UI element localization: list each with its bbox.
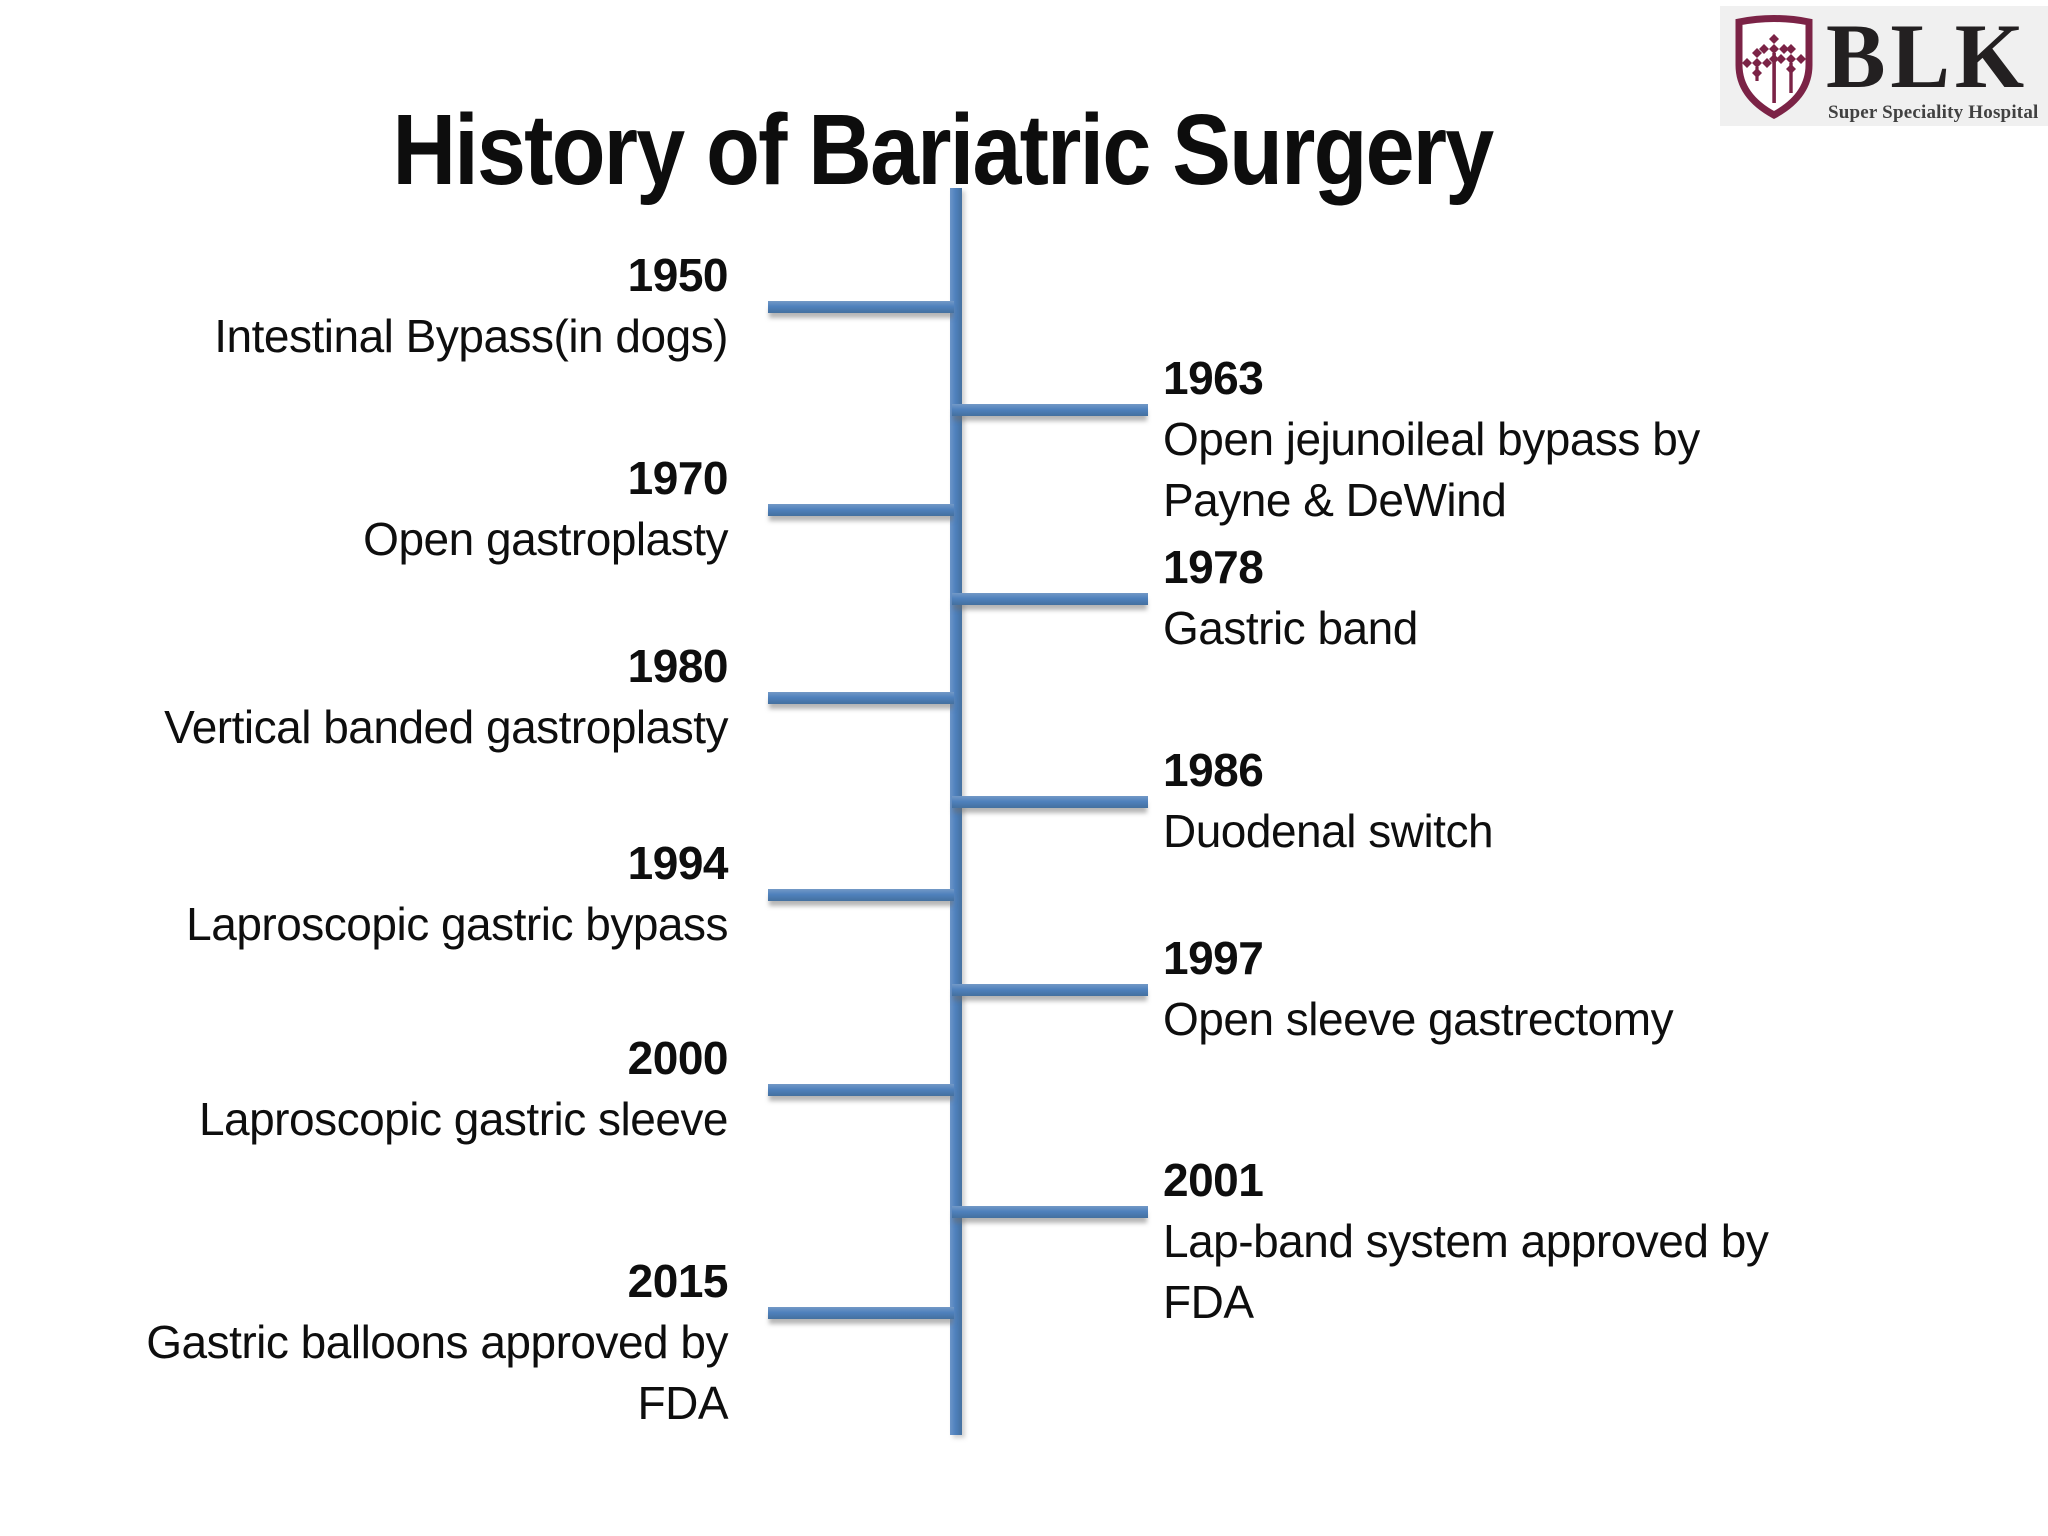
logo-wordmark: BLK (1826, 5, 2030, 107)
event-description: Gastric balloons approved by FDA (146, 1316, 728, 1429)
timeline-line (950, 188, 962, 1435)
tick-right-2001 (952, 1206, 1148, 1218)
tick-left-1970 (768, 504, 954, 516)
tick-left-1950 (768, 301, 954, 313)
tick-left-2015 (768, 1307, 954, 1319)
event-description: Laproscopic gastric sleeve (198, 1093, 729, 1145)
event-year: 1950 (627, 249, 729, 301)
event-year: 1970 (627, 452, 729, 504)
event-year: 1997 (1163, 932, 1264, 984)
event-year: 1978 (1163, 541, 1264, 593)
logo-tagline: Super Speciality Hospital (1828, 102, 2039, 123)
event-year: 2001 (1163, 1154, 1264, 1206)
event-description: Duodenal switch (1163, 805, 1494, 857)
tick-left-2000 (768, 1084, 954, 1096)
event-description: Open gastroplasty (363, 513, 728, 565)
event-year: 1963 (1163, 352, 1264, 404)
event-year: 1980 (627, 640, 729, 692)
shield-icon (1735, 15, 1813, 119)
blk-logo: BLK Super Speciality Hospital (1720, 6, 2048, 126)
event-year: 1994 (627, 837, 729, 889)
event-year: 1986 (1163, 744, 1264, 796)
event-description: Intestinal Bypass(in dogs) (214, 310, 728, 362)
page-title: History of Bariatric Surgery (392, 94, 1495, 206)
event-description: Vertical banded gastroplasty (164, 701, 728, 753)
tick-right-1978 (952, 593, 1148, 605)
event-description: Open jejunoileal bypass by Payne & DeWin… (1163, 413, 1700, 526)
event-year: 2015 (627, 1255, 729, 1307)
event-description: Gastric band (1163, 602, 1418, 654)
tick-left-1980 (768, 692, 954, 704)
event-description: Laproscopic gastric bypass (186, 898, 728, 950)
event-description: Open sleeve gastrectomy (1163, 993, 1674, 1045)
tick-right-1997 (952, 984, 1148, 996)
tick-right-1963 (952, 404, 1148, 416)
event-description: Lap-band system approved by FDA (1163, 1215, 1769, 1328)
tick-left-1994 (768, 889, 954, 901)
tick-right-1986 (952, 796, 1148, 808)
event-year: 2000 (627, 1032, 729, 1084)
